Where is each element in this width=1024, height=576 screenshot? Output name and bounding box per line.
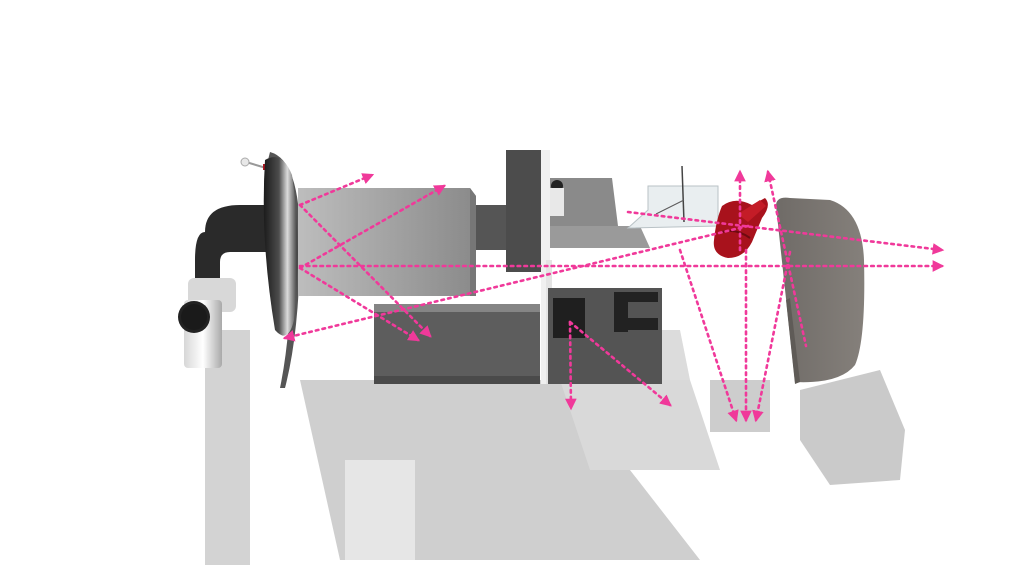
arrow [568,320,672,407]
arrow [565,320,577,411]
arrow [764,169,808,348]
camera-cylinder-icon [181,304,207,330]
arrow [282,224,750,342]
arrow [298,266,420,342]
lower-box [374,304,540,384]
arrow [678,248,739,423]
camera-unit [178,205,272,368]
cushion [776,197,865,384]
sliding-table [298,188,508,296]
motion-arrows [282,169,945,423]
ring-disc [263,152,300,388]
glass-panel [626,165,719,229]
arrow [626,210,945,255]
arrow [298,203,432,338]
back-tray [550,178,650,248]
arrow [752,250,792,423]
arrow [298,173,375,207]
arrow [298,184,447,270]
lamp-icon [240,157,267,170]
right-box [548,288,662,384]
